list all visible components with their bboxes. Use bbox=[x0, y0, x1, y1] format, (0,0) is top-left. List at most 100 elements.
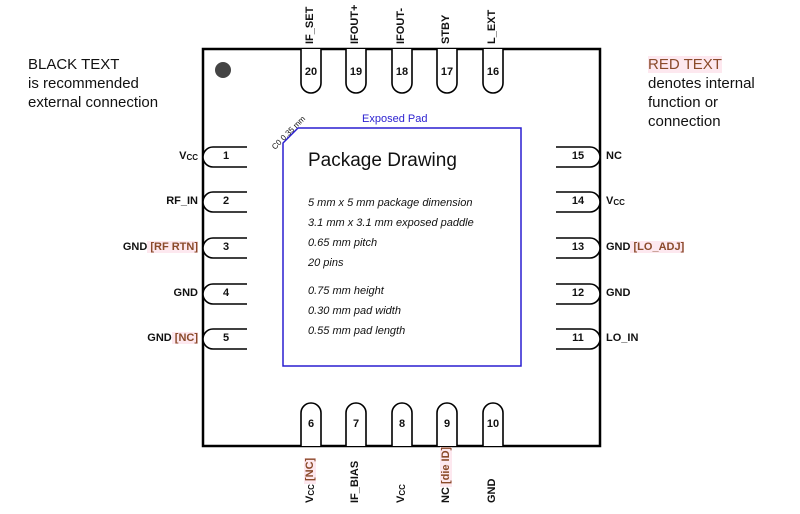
pin-internal-function: [NC] bbox=[171, 332, 198, 344]
legend-text: denotes internal bbox=[648, 75, 755, 92]
legend-black: BLACK TEXT is recommended external conne… bbox=[28, 55, 158, 112]
pin-name: NC bbox=[606, 150, 622, 162]
pin-label: IFOUT- bbox=[395, 8, 407, 44]
pin-number: 6 bbox=[307, 418, 315, 430]
pin-pad bbox=[556, 237, 601, 259]
pin-pad bbox=[391, 49, 413, 94]
pin-name: NC bbox=[440, 487, 452, 503]
pin-number: 2 bbox=[222, 195, 230, 207]
pin-number: 17 bbox=[440, 66, 454, 78]
legend-text: function or bbox=[648, 94, 719, 111]
pin-pad bbox=[345, 402, 367, 446]
pin-pad bbox=[202, 328, 247, 350]
pin-name: LO_IN bbox=[606, 332, 639, 344]
pin-number: 15 bbox=[571, 150, 585, 162]
pin-pad bbox=[482, 402, 504, 446]
pin-name: GND bbox=[486, 478, 498, 503]
pin-pad bbox=[300, 402, 322, 446]
pin-name: IFOUT- bbox=[395, 7, 407, 44]
pin-name: GND bbox=[147, 332, 172, 344]
pin-name: IF_BIAS bbox=[349, 460, 361, 503]
pin-label: IF_SET bbox=[304, 7, 316, 44]
exposed-pad-label: Exposed Pad bbox=[362, 113, 428, 125]
legend-text: connection bbox=[648, 113, 721, 130]
pin-internal-function: [NC] bbox=[304, 457, 316, 485]
package-title: Package Drawing bbox=[308, 150, 457, 171]
pin-number: 9 bbox=[443, 418, 451, 430]
pin-number: 5 bbox=[222, 332, 230, 344]
pin-name: GND bbox=[606, 241, 631, 253]
pin-number: 11 bbox=[572, 332, 584, 344]
exposed-pad-outline bbox=[282, 127, 522, 367]
pin-label: GND bbox=[606, 287, 630, 299]
pin-name-subscript: CC bbox=[613, 198, 625, 207]
pin-number: 1 bbox=[222, 150, 230, 162]
legend-black-title: BLACK TEXT bbox=[28, 56, 120, 73]
spec-line: 0.75 mm height bbox=[308, 285, 384, 297]
pin-name: STBY bbox=[440, 14, 452, 44]
pin-label: STBY bbox=[440, 15, 452, 44]
pin-name: GND bbox=[173, 287, 198, 299]
pin-number: 19 bbox=[349, 66, 363, 78]
pin-pad bbox=[202, 283, 247, 305]
pin-number: 16 bbox=[486, 66, 500, 78]
spec-line: 5 mm x 5 mm package dimension bbox=[308, 197, 473, 209]
pin-label: VCC bbox=[395, 484, 407, 503]
pin-name: V bbox=[304, 495, 316, 503]
pin-number: 14 bbox=[571, 195, 585, 207]
legend-text: external connection bbox=[28, 94, 159, 111]
pin-label: GND [LO_ADJ] bbox=[606, 241, 685, 253]
pin-internal-function: [die ID] bbox=[440, 446, 452, 488]
pin-label: GND bbox=[486, 479, 498, 503]
pin-number: 3 bbox=[222, 241, 230, 253]
pin-pad bbox=[300, 49, 322, 94]
pin-internal-function: [RF RTN] bbox=[147, 241, 198, 253]
pin-number: 20 bbox=[304, 66, 318, 78]
pin-pad bbox=[556, 328, 601, 350]
pin-label: VCC [NC] bbox=[304, 457, 316, 503]
pin1-marker bbox=[215, 62, 231, 78]
pin-name: V bbox=[606, 195, 614, 207]
pin-number: 7 bbox=[352, 418, 360, 430]
pin-number: 13 bbox=[571, 241, 585, 253]
pin-label: L_EXT bbox=[486, 10, 498, 44]
pin-name: IFOUT+ bbox=[349, 4, 361, 44]
pin-label: RF_IN bbox=[166, 195, 198, 207]
pin-name-subscript: CC bbox=[398, 484, 407, 496]
pin-pad bbox=[202, 237, 247, 259]
legend-red-title: RED TEXT bbox=[648, 56, 722, 73]
pin-pad bbox=[391, 402, 413, 446]
pin-name: GND bbox=[122, 241, 148, 253]
pin-pad bbox=[482, 49, 504, 94]
spec-line: 0.30 mm pad width bbox=[308, 305, 401, 317]
pin-pad bbox=[202, 146, 247, 168]
pin-label: IFOUT+ bbox=[349, 5, 361, 44]
pin-pad bbox=[556, 283, 601, 305]
pin-pad bbox=[556, 146, 601, 168]
pin-number: 10 bbox=[486, 418, 500, 430]
pin-name-subscript: CC bbox=[307, 484, 316, 496]
pin-label: IF_BIAS bbox=[349, 461, 361, 503]
pin-name: V bbox=[395, 495, 407, 503]
spec-line: 20 pins bbox=[308, 257, 344, 269]
spec-line: 0.55 mm pad length bbox=[308, 325, 406, 337]
pin-internal-function: [LO_ADJ] bbox=[630, 241, 685, 253]
pin-name: IF_SET bbox=[304, 6, 316, 44]
pin-label: VCC bbox=[179, 150, 198, 162]
pin-pad bbox=[556, 191, 601, 213]
pin-number: 8 bbox=[398, 418, 406, 430]
pin-label: VCC bbox=[606, 195, 625, 207]
pin-pad bbox=[436, 402, 458, 446]
pin-number: 4 bbox=[222, 287, 230, 299]
pin-label: LO_IN bbox=[606, 332, 638, 344]
pin-label: NC [die ID] bbox=[440, 446, 452, 503]
pin-label: NC bbox=[606, 150, 622, 162]
pin-pad bbox=[436, 49, 458, 94]
pin-label: GND [RF RTN] bbox=[123, 241, 198, 253]
pin-name: L_EXT bbox=[486, 9, 498, 44]
legend-red: RED TEXT denotes internal function or co… bbox=[648, 55, 755, 131]
pin-name: GND bbox=[606, 287, 631, 299]
spec-line: 3.1 mm x 3.1 mm exposed paddle bbox=[308, 217, 474, 229]
